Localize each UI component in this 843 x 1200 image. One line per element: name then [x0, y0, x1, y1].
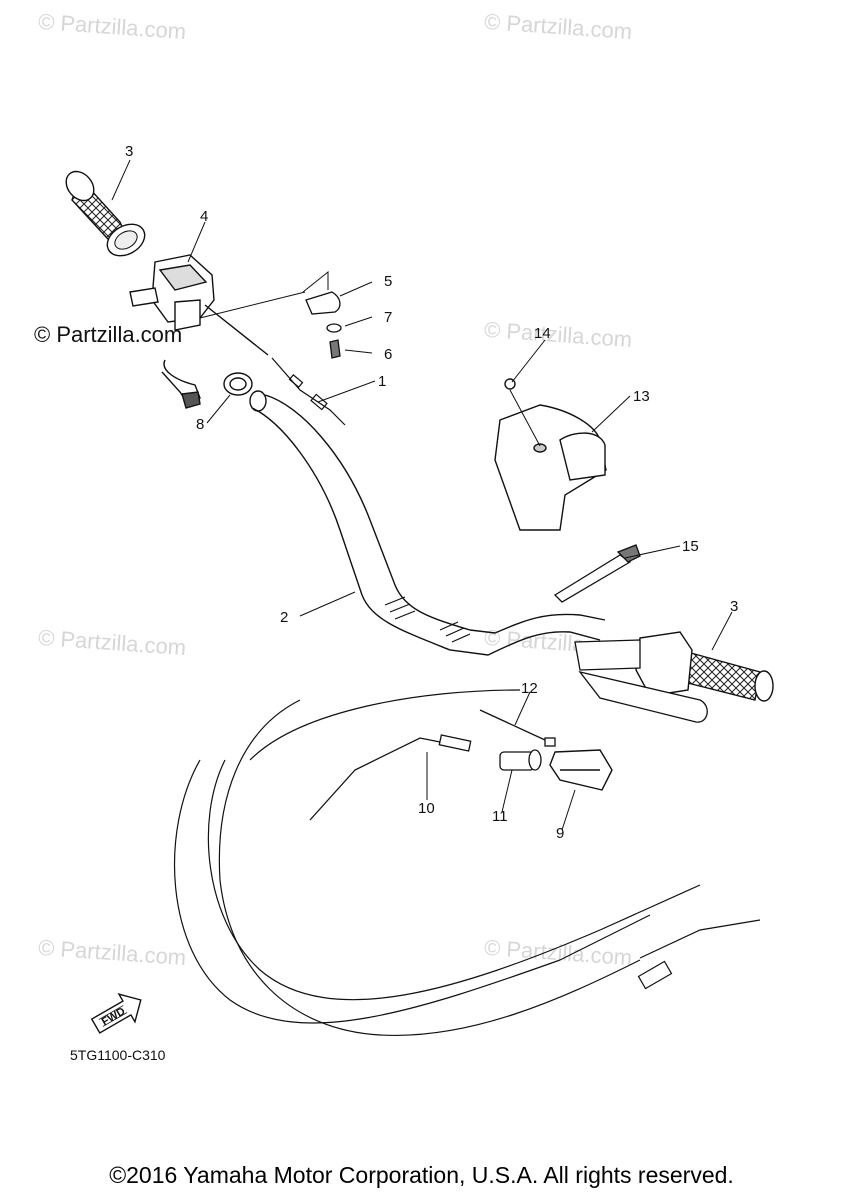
lever-holder [549, 749, 613, 791]
cable-assembly [309, 709, 556, 821]
callout-3-right: 3 [730, 598, 739, 615]
watermark-main: © Partzilla.com [34, 322, 183, 347]
collar [223, 372, 253, 396]
control-cables [173, 689, 761, 1037]
callout-6: 6 [384, 346, 393, 363]
left-grip [65, 170, 146, 257]
callout-1: 1 [378, 373, 387, 390]
callout-7: 7 [384, 309, 393, 326]
fwd-arrow-icon: FWD [90, 993, 142, 1034]
callout-4: 4 [200, 208, 209, 225]
right-grip [574, 631, 774, 723]
callout-14: 14 [534, 325, 551, 342]
diagram-code: 5TG1100-C310 [70, 1047, 166, 1063]
callout-15: 15 [682, 538, 699, 555]
handlebar [249, 390, 606, 656]
copyright-notice: ©2016 Yamaha Motor Corporation, U.S.A. A… [109, 1162, 734, 1188]
cable-strap [553, 544, 641, 603]
callout-12: 12 [521, 680, 538, 697]
handlebar-cover [494, 378, 607, 531]
callout-13: 13 [633, 388, 650, 405]
callout-3-left: 3 [125, 143, 134, 160]
throttle-housing [129, 254, 269, 409]
throttle-cable [271, 357, 346, 426]
callout-9: 9 [556, 825, 565, 842]
callout-8: 8 [196, 416, 205, 433]
callout-10: 10 [418, 800, 435, 817]
callout-2: 2 [280, 609, 289, 626]
callout-11: 11 [492, 808, 508, 825]
leader-lines [111, 159, 733, 831]
clamp-bracket [199, 270, 342, 359]
callout-5: 5 [384, 273, 393, 290]
